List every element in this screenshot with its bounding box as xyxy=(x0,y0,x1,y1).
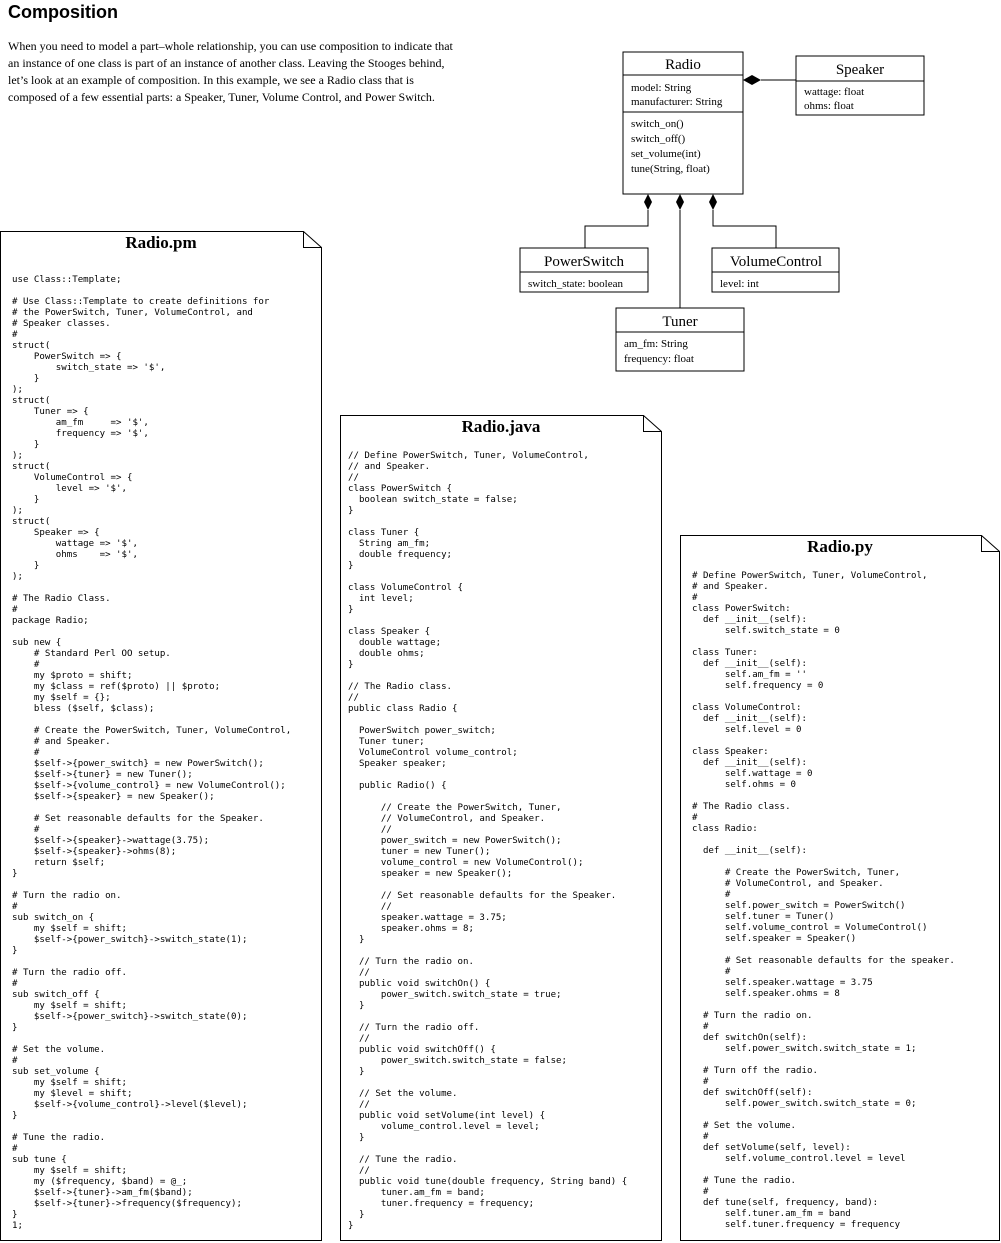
python-code-block: # Define PowerSwitch, Tuner, VolumeContr… xyxy=(692,571,955,1230)
perl-listing-title: Radio.pm xyxy=(125,233,197,252)
tuner-attribute: am_fm: String xyxy=(624,338,688,350)
powerswitch-class-name: PowerSwitch xyxy=(544,254,624,270)
uml-class-diagram: Radio model: String manufacturer: String… xyxy=(519,51,925,372)
radio-method: set_volume(int) xyxy=(631,148,701,160)
radio-method: tune(String, float) xyxy=(631,163,710,175)
powerswitch-class-box: PowerSwitch switch_state: boolean xyxy=(519,247,649,293)
radio-method: switch_on() xyxy=(631,118,684,130)
intro-paragraph: When you need to model a part–whole rela… xyxy=(8,39,453,104)
volumecontrol-class-box: VolumeControl level: int xyxy=(711,247,840,293)
python-listing-title: Radio.py xyxy=(807,537,873,556)
page-title: Composition xyxy=(8,2,118,22)
tuner-class-name: Tuner xyxy=(662,314,697,330)
volumecontrol-composition-diamond xyxy=(709,194,717,210)
perl-listing-page: Radio.pm use Class::Template; # Use Clas… xyxy=(0,231,322,1241)
volumecontrol-composition-line xyxy=(712,210,777,248)
java-listing-title: Radio.java xyxy=(461,417,541,436)
speaker-class-name: Speaker xyxy=(836,62,884,78)
python-listing-page: Radio.py # Define PowerSwitch, Tuner, Vo… xyxy=(680,535,1000,1241)
powerswitch-composition-line xyxy=(584,210,649,248)
speaker-attribute: wattage: float xyxy=(804,86,864,98)
tuner-composition-diamond xyxy=(676,194,684,210)
volumecontrol-attribute: level: int xyxy=(720,278,759,290)
powerswitch-attribute: switch_state: boolean xyxy=(528,278,624,290)
speaker-composition-diamond xyxy=(743,75,761,85)
radio-class-box: Radio model: String manufacturer: String… xyxy=(622,51,744,195)
composition-lines xyxy=(584,79,796,308)
volumecontrol-class-name: VolumeControl xyxy=(730,254,822,270)
speaker-attribute: ohms: float xyxy=(804,100,854,112)
perl-page-frame xyxy=(0,231,322,1241)
tuner-class-box: Tuner am_fm: String frequency: float xyxy=(615,307,745,372)
perl-code-block: use Class::Template; # Use Class::Templa… xyxy=(12,275,292,1231)
java-code-block: // Define PowerSwitch, Tuner, VolumeCont… xyxy=(348,451,628,1231)
radio-method: switch_off() xyxy=(631,133,686,145)
radio-attribute: manufacturer: String xyxy=(631,96,723,108)
radio-attribute: model: String xyxy=(631,82,692,94)
composition-diamonds xyxy=(644,75,761,210)
java-listing-page: Radio.java // Define PowerSwitch, Tuner,… xyxy=(340,415,662,1241)
radio-class-name: Radio xyxy=(665,57,701,73)
powerswitch-composition-diamond xyxy=(644,194,652,210)
java-page-frame xyxy=(340,415,662,1241)
speaker-class-box: Speaker wattage: float ohms: float xyxy=(795,55,925,116)
python-page-frame xyxy=(680,535,1000,1241)
tuner-attribute: frequency: float xyxy=(624,353,694,365)
